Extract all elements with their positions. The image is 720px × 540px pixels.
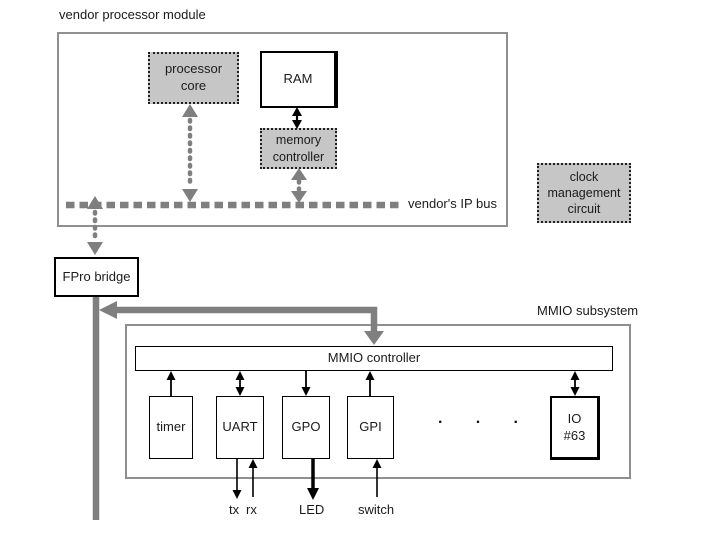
clock-management-line2: management <box>547 185 621 200</box>
vendor-ip-bus-label: vendor's IP bus <box>408 196 497 211</box>
rx-pin-label: rx <box>246 502 257 517</box>
ram-box: RAM <box>260 51 338 108</box>
mmio-controller-label: MMIO controller <box>327 350 421 366</box>
led-pin-label: LED <box>299 502 325 517</box>
fpro-bridge-label: FPro bridge <box>62 268 131 284</box>
clock-management-line3: circuit <box>567 202 601 217</box>
gpo-box: GPO <box>282 396 330 459</box>
vendor-module-title: vendor processor module <box>59 7 206 22</box>
fpro-bridge-box: FPro bridge <box>54 257 139 297</box>
clock-management-line1: clock <box>569 169 599 184</box>
io63-box: IO #63 <box>550 396 600 460</box>
processor-core-label-line2: core <box>180 78 207 93</box>
processor-core-box: processor core <box>148 52 239 104</box>
uart-label: UART <box>222 419 258 435</box>
io63-label-line1: IO <box>567 410 582 426</box>
timer-box: timer <box>149 396 193 459</box>
memory-controller-label-line1: memory <box>275 133 322 148</box>
uart-box: UART <box>216 396 264 459</box>
mmio-subsystem-frame <box>125 324 631 479</box>
timer-label: timer <box>156 419 186 435</box>
tx-pin-label: tx <box>229 502 240 517</box>
processor-core-label-line1: processor <box>164 61 223 77</box>
gpi-box: GPI <box>347 396 394 459</box>
mmio-controller-bar: MMIO controller <box>135 346 613 371</box>
gpi-label: GPI <box>359 419 382 435</box>
io63-label-line2: #63 <box>563 427 586 443</box>
vendor-module-frame <box>57 32 508 227</box>
memory-controller-label-line2: controller <box>272 149 325 164</box>
clock-management-box: clock management circuit <box>537 163 631 223</box>
switch-pin-label: switch <box>358 502 395 517</box>
memory-controller-box: memory controller <box>260 128 337 169</box>
ram-label: RAM <box>283 71 313 87</box>
gpo-label: GPO <box>291 419 321 435</box>
ellipsis-dots: · · · <box>438 414 533 431</box>
mmio-subsystem-title: MMIO subsystem <box>537 303 639 318</box>
